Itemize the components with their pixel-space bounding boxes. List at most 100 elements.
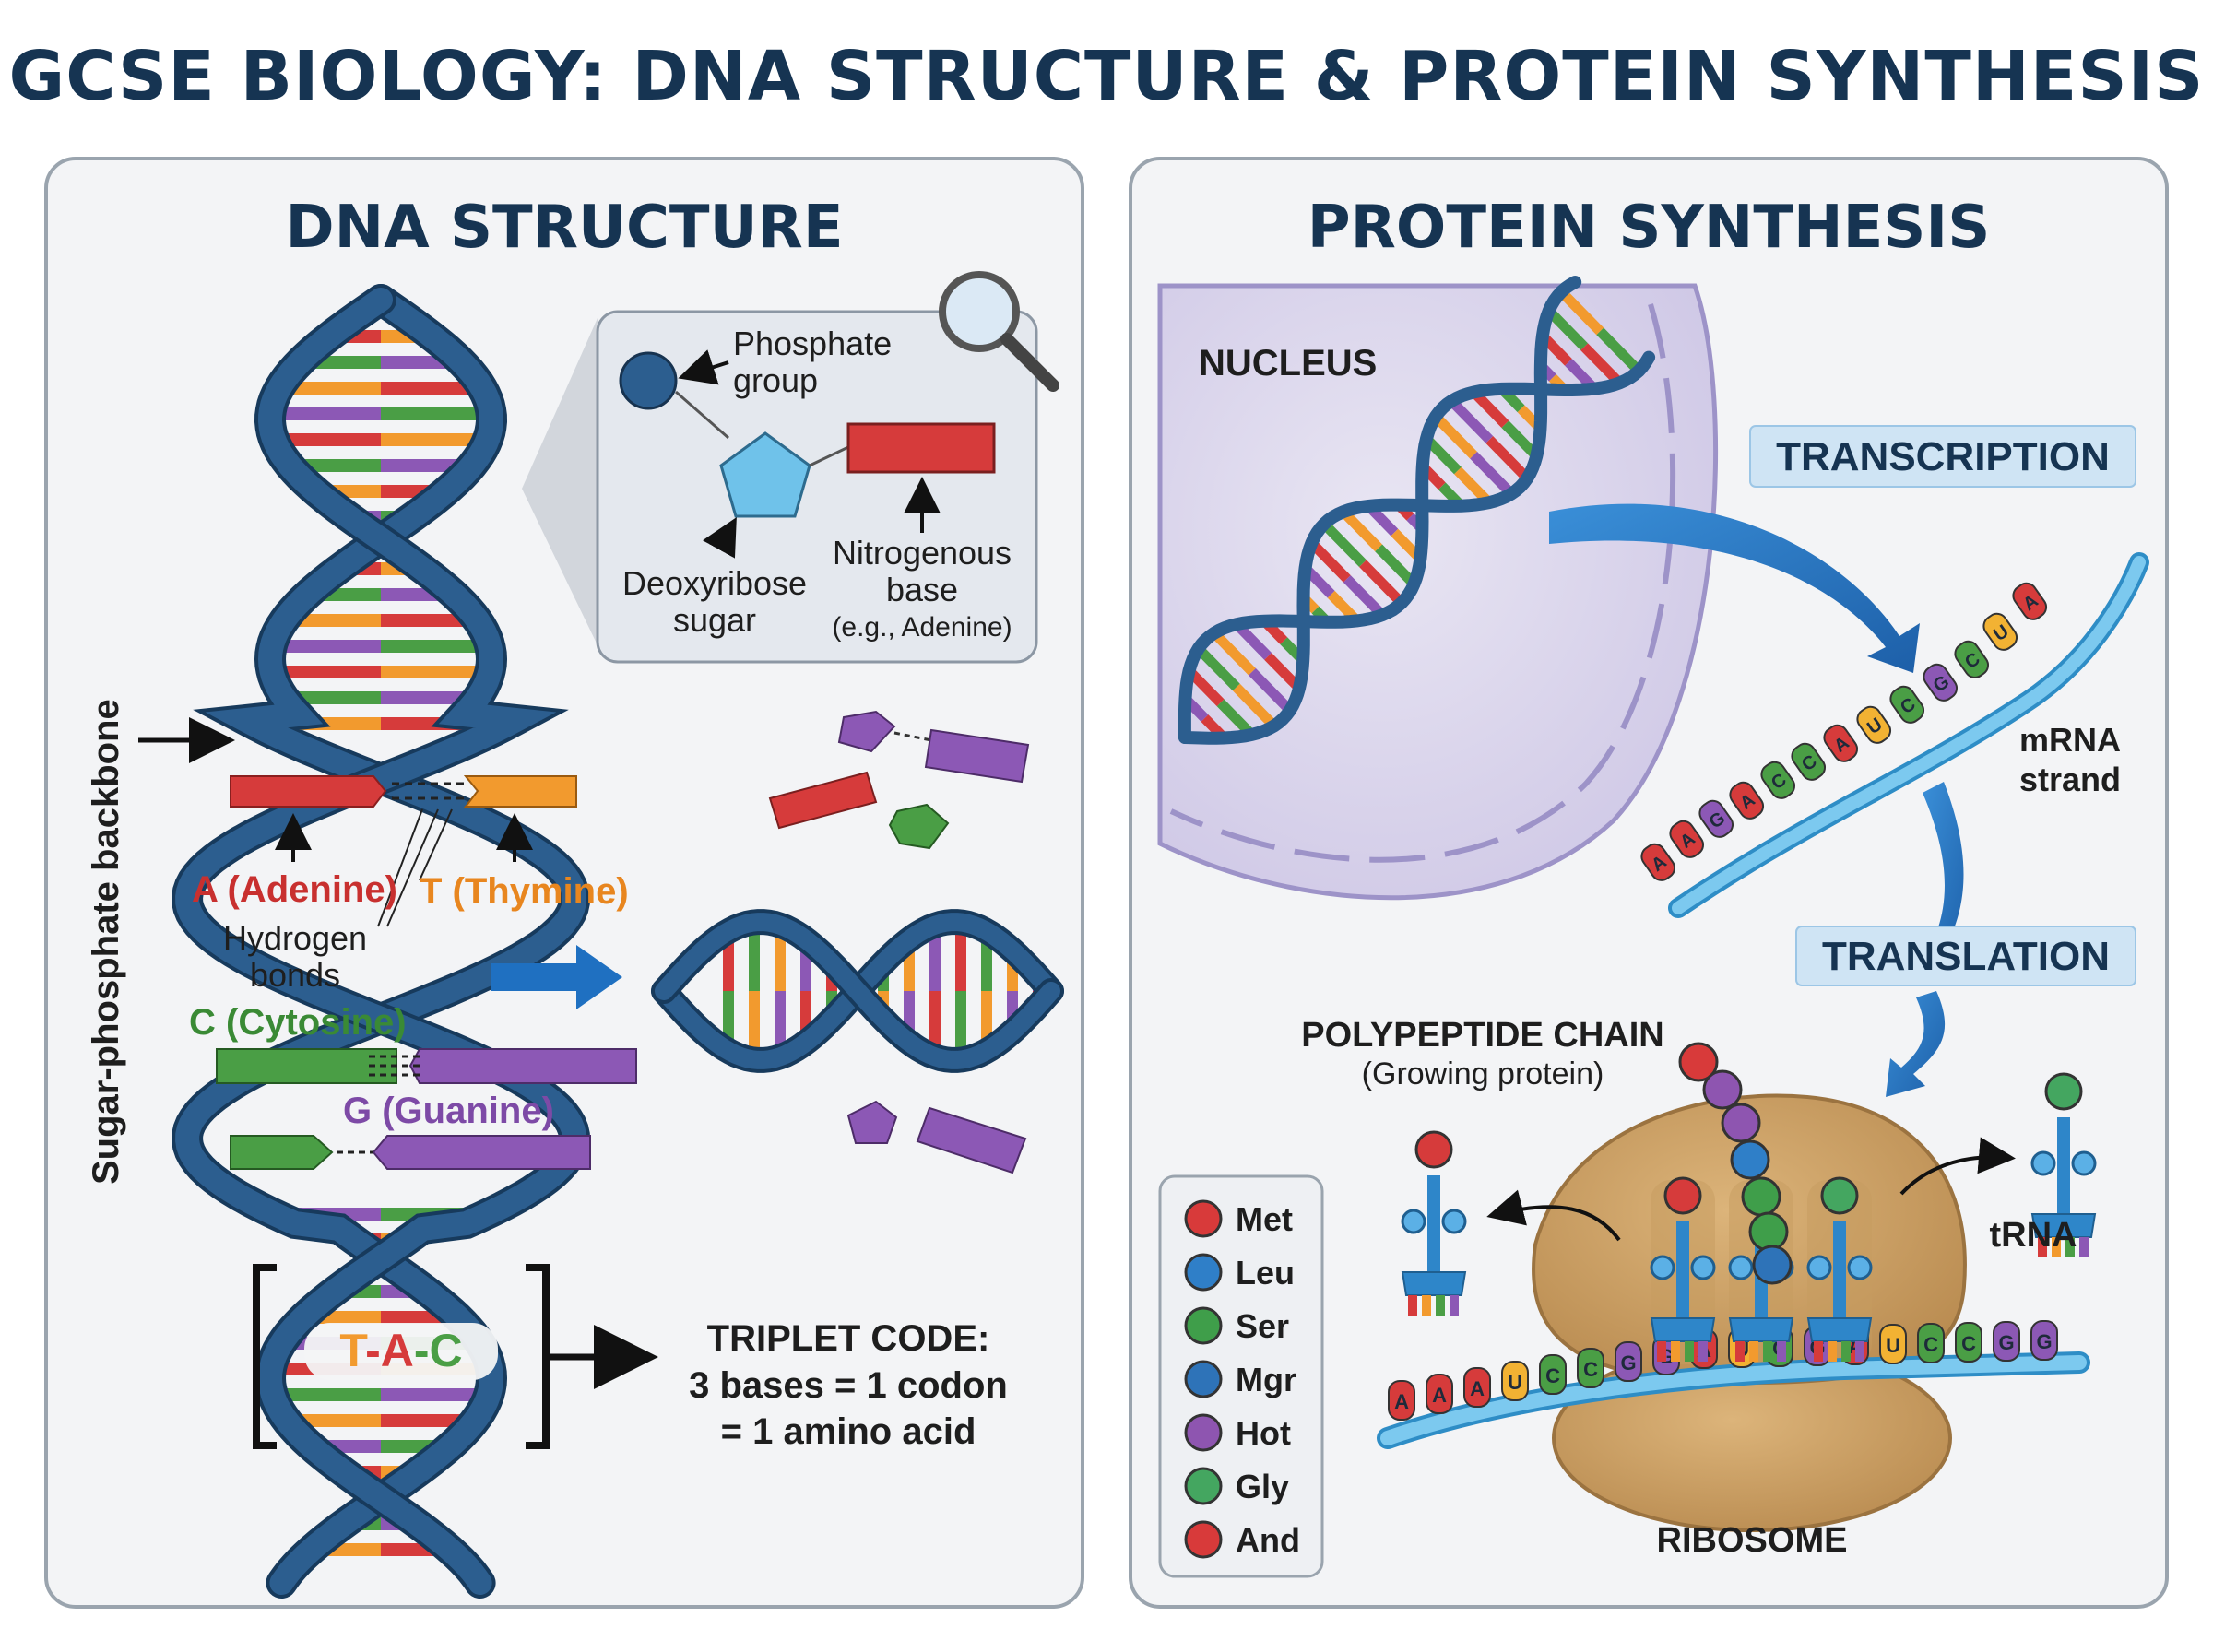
dna-base <box>381 459 467 472</box>
guanine-base <box>408 1048 637 1084</box>
dna-base <box>381 1414 469 1427</box>
legend-swatch <box>1184 1306 1223 1345</box>
page-title: GCSE BIOLOGY: DNA STRUCTURE & PROTEIN SY… <box>8 37 2205 116</box>
ribosome-mrna-base: G <box>1615 1341 1642 1382</box>
ribosome-mrna-base: G <box>1993 1321 2020 1362</box>
ribosome-base-letter: C <box>1583 1358 1598 1381</box>
dna-base <box>381 614 472 627</box>
ribosome-base-letter: G <box>1998 1331 2014 1354</box>
dna-base <box>723 991 734 1045</box>
dna-base <box>775 991 786 1052</box>
dna-base <box>279 433 381 446</box>
backbone-strand <box>175 288 586 1595</box>
mrna-base: A <box>1729 781 1765 820</box>
dna-base <box>278 1388 381 1401</box>
ribosome-mrna-strand <box>1380 1355 2087 1446</box>
dna-base <box>381 433 482 446</box>
thymine-base <box>463 775 577 808</box>
free-nucleotides <box>768 710 1030 1174</box>
cytosine-label: C (Cytosine) <box>189 1002 407 1043</box>
phosphate-circle <box>619 351 678 410</box>
mrna-base: U <box>1982 612 2018 651</box>
dna-base <box>1194 644 1240 691</box>
cytosine-base <box>216 1048 397 1084</box>
dna-base <box>277 666 381 678</box>
mrna-base: C <box>1791 742 1827 781</box>
ribosome-mrna-base: A <box>1463 1367 1491 1408</box>
backbone-strand <box>1178 350 1656 744</box>
deoxyribose-label-2: sugar <box>673 601 756 639</box>
ribosome-mrna-base: U <box>1501 1361 1529 1401</box>
adenine-thymine-pair <box>230 775 577 808</box>
dna-base <box>1210 629 1256 676</box>
amino-acid-ball <box>1663 1176 1702 1215</box>
amino-acid <box>1678 1042 1719 1082</box>
ribosome-label: RIBOSOME <box>1657 1521 1848 1560</box>
dna-base <box>290 691 381 704</box>
dna-panel-title: DNA STRUCTURE <box>285 194 844 262</box>
legend-swatch <box>1184 1467 1223 1505</box>
legend-swatch <box>1184 1253 1223 1292</box>
dna-base <box>1557 288 1604 336</box>
ribosome-mrna-base: G <box>2030 1320 2058 1361</box>
nucleus-label: NUCLEUS <box>1199 343 1377 384</box>
dna-base <box>929 930 941 991</box>
dna-base <box>1248 667 1294 714</box>
polypeptide-label: POLYPEPTIDE CHAIN <box>1301 1016 1663 1055</box>
nucleus <box>1157 283 1719 901</box>
mrna-base: U <box>1856 705 1892 744</box>
legend-swatch <box>1184 1413 1223 1452</box>
dna-base <box>1470 451 1516 498</box>
legend-label: Mgr <box>1236 1361 1296 1398</box>
mrna-base: A <box>1823 724 1859 762</box>
adenine-label: A (Adenine) <box>192 869 397 910</box>
trna-molecules <box>1401 1072 2097 1362</box>
mrna-base: G <box>1923 663 1959 702</box>
legend-label: Ser <box>1236 1307 1289 1345</box>
triplet-code-line-2: 3 bases = 1 codon <box>689 1365 1008 1406</box>
dna-base <box>1596 327 1643 375</box>
amino-acid <box>1748 1211 1789 1252</box>
legend-swatch <box>1184 1360 1223 1398</box>
ribosome-mrna-base: C <box>1955 1322 1982 1363</box>
trna-label: tRNA <box>1990 1216 2077 1255</box>
amino-acid-ball <box>1414 1130 1453 1169</box>
dna-base <box>981 991 992 1045</box>
mrna-base: C <box>1889 685 1925 724</box>
ribosome-base-letter: A <box>1432 1384 1447 1407</box>
ribosome-base-letter: A <box>1470 1377 1485 1400</box>
dna-base <box>955 927 966 991</box>
dna-base <box>381 407 486 420</box>
hydrogen-bonds-label-2: bonds <box>250 956 340 994</box>
dna-base <box>1448 397 1494 443</box>
dna-base <box>290 614 381 627</box>
mrna-base: C <box>1760 761 1796 799</box>
hydrogen-bonds-label: Hydrogen <box>223 919 367 957</box>
dna-base <box>1544 307 1589 351</box>
nucleus-dna-helix <box>1178 276 1656 745</box>
dna-base <box>1375 544 1418 588</box>
dna-base <box>276 407 381 420</box>
dna-base <box>295 459 381 472</box>
amino-acid-ball <box>1820 1176 1859 1215</box>
triplet-code-line-3: = 1 amino acid <box>721 1411 976 1452</box>
unzipped-helix <box>651 909 1064 1073</box>
protein-panel-title: PROTEIN SYNTHESIS <box>1307 194 1991 262</box>
triplet-sequence: T-A-C <box>339 1325 462 1376</box>
translation-arrow <box>1886 991 1946 1097</box>
ribosome-base-letter: G <box>1620 1351 1636 1375</box>
dna-base <box>749 991 760 1055</box>
phosphate-label: Phosphate <box>733 324 892 362</box>
dna-base <box>381 382 478 395</box>
dna-base <box>1339 508 1383 552</box>
ribosome-base-letter: U <box>1886 1334 1900 1357</box>
trna <box>2030 1072 2097 1257</box>
adenine-base <box>230 775 387 808</box>
legend-label: Hot <box>1236 1414 1291 1452</box>
deoxyribose-label: Deoxyribose <box>622 564 807 602</box>
ribosome-mrna-base: C <box>1917 1323 1945 1363</box>
transcription-badge <box>1749 425 2136 488</box>
mrna-base: G <box>1698 799 1734 838</box>
